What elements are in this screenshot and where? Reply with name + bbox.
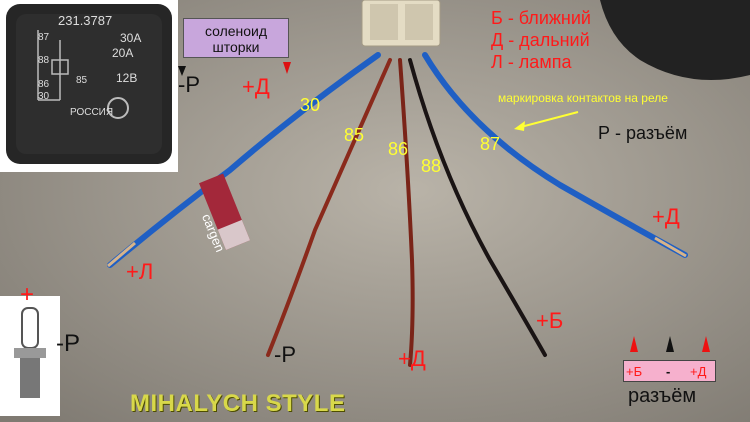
legend-l: Л - лампа	[491, 52, 572, 72]
legend-arrow-black	[666, 336, 674, 352]
wire-number-85: 85	[344, 125, 365, 145]
minus-p-bottom-label: -Р	[274, 342, 296, 367]
relay-rating-30a: 30A	[120, 31, 142, 45]
solenoid-label-box: соленоид шторки	[183, 18, 289, 58]
legend-d: Д - дальний	[491, 30, 590, 50]
cargen-tag	[199, 173, 251, 251]
wire-number-86: 86	[388, 139, 409, 159]
arrow-black-top	[178, 66, 186, 76]
wire-87-blue	[422, 52, 688, 258]
r-legend-label: Р - разъём	[598, 123, 688, 143]
connector-legend-plus-b: +Б	[626, 364, 643, 379]
relay-pin-30: 30	[38, 91, 50, 102]
wire-30-stripped-end	[107, 241, 136, 268]
relay-photo-panel: 231.3787 87 30A 20A 88 86 85 12В 30 РОСС…	[0, 0, 178, 172]
relay-brand: РОССИЯ	[70, 107, 114, 118]
relay-rating-20a: 20A	[112, 46, 134, 60]
wire-88-black	[408, 58, 547, 357]
minus-p-top-label: -Р	[178, 72, 200, 97]
connector-legend-minus: -	[666, 364, 671, 379]
annotation-arrow	[516, 111, 579, 129]
plus-d-top-label: +Д	[242, 74, 270, 99]
connector-legend-caption: разъём	[628, 385, 697, 407]
connector-legend-plus-d: +Д	[690, 364, 707, 379]
relay-pin-87: 87	[38, 32, 50, 43]
relay-voltage: 12В	[116, 71, 138, 85]
legend-block: Б - ближний Д - дальний Л - лампа	[491, 7, 591, 73]
relay-pin-88: 88	[38, 55, 50, 66]
legend-b: Б - ближний	[491, 8, 591, 28]
relay-pin-85: 85	[76, 75, 88, 86]
plus-d-bottom-label: +Д	[398, 346, 426, 371]
legend-arrow-red-right	[702, 336, 710, 352]
dark-object-top-right	[600, 0, 750, 80]
wire-number-88: 88	[421, 156, 442, 176]
plus-d-right-label: +Д	[652, 204, 680, 229]
relay-pin-86: 86	[38, 79, 50, 90]
solenoid-label-line2: шторки	[212, 39, 260, 55]
bulb-plus-label: +	[20, 281, 35, 308]
wire-87-stripped-end	[654, 236, 687, 258]
legend-arrow-red-left	[630, 336, 638, 352]
relay-body	[6, 4, 172, 164]
connector-slot-left	[370, 4, 398, 40]
bulb-photo-panel	[0, 296, 60, 416]
arrow-red-top	[283, 62, 291, 74]
solenoid-label-line1: соленоид	[204, 23, 268, 39]
plus-l-label: +Л	[126, 259, 154, 284]
relay-part-number: 231.3787	[58, 13, 113, 28]
wire-number-87: 87	[480, 134, 501, 154]
wire-86-red	[398, 58, 415, 367]
annotation-arrowhead	[514, 121, 525, 131]
brand-watermark: MIHALYCH STYLE	[130, 390, 346, 417]
connector-legend-box: +Б - +Д	[623, 360, 716, 382]
wire-number-30: 30	[300, 95, 321, 115]
wire-85-red	[266, 58, 392, 357]
h1-bulb-icon	[14, 307, 46, 398]
wire-30-blue	[107, 52, 381, 268]
plus-b-label: +Б	[536, 308, 564, 333]
bulb-minus-p-label: -Р	[56, 330, 80, 357]
contact-marking-annotation: маркировка контактов на реле	[498, 91, 668, 105]
connector-slot-right	[405, 4, 433, 40]
